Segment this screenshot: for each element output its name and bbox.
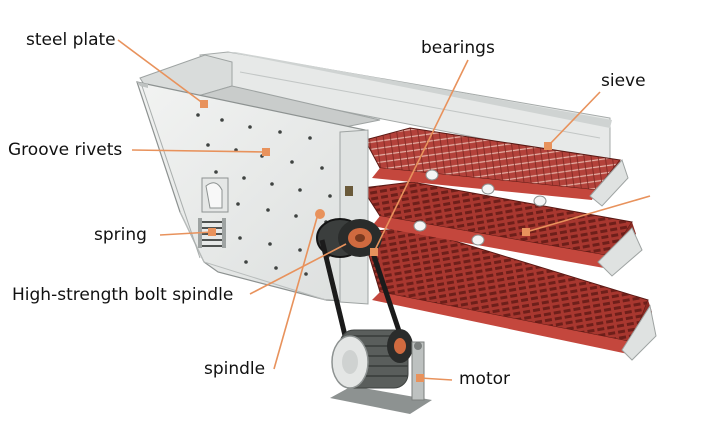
pointer-markers	[200, 100, 552, 382]
label-groove-rivets: Groove rivets	[8, 140, 123, 160]
label-motor: motor	[459, 369, 511, 389]
label-bolt-spindle: High-strength bolt spindle	[12, 285, 234, 305]
label-sieve: sieve	[601, 71, 646, 91]
label-steel-plate: steel plate	[26, 30, 116, 50]
pointer-lines	[117, 39, 651, 381]
top-screen-deck	[364, 127, 629, 246]
exciter-wheel	[315, 209, 382, 258]
v-belt	[319, 239, 405, 349]
label-spindle: spindle	[204, 359, 266, 379]
bottom-screen-deck	[361, 227, 657, 361]
label-spring: spring	[94, 225, 147, 245]
motor	[330, 329, 432, 414]
label-bearings: bearings	[421, 38, 495, 58]
middle-screen-deck	[361, 181, 643, 277]
